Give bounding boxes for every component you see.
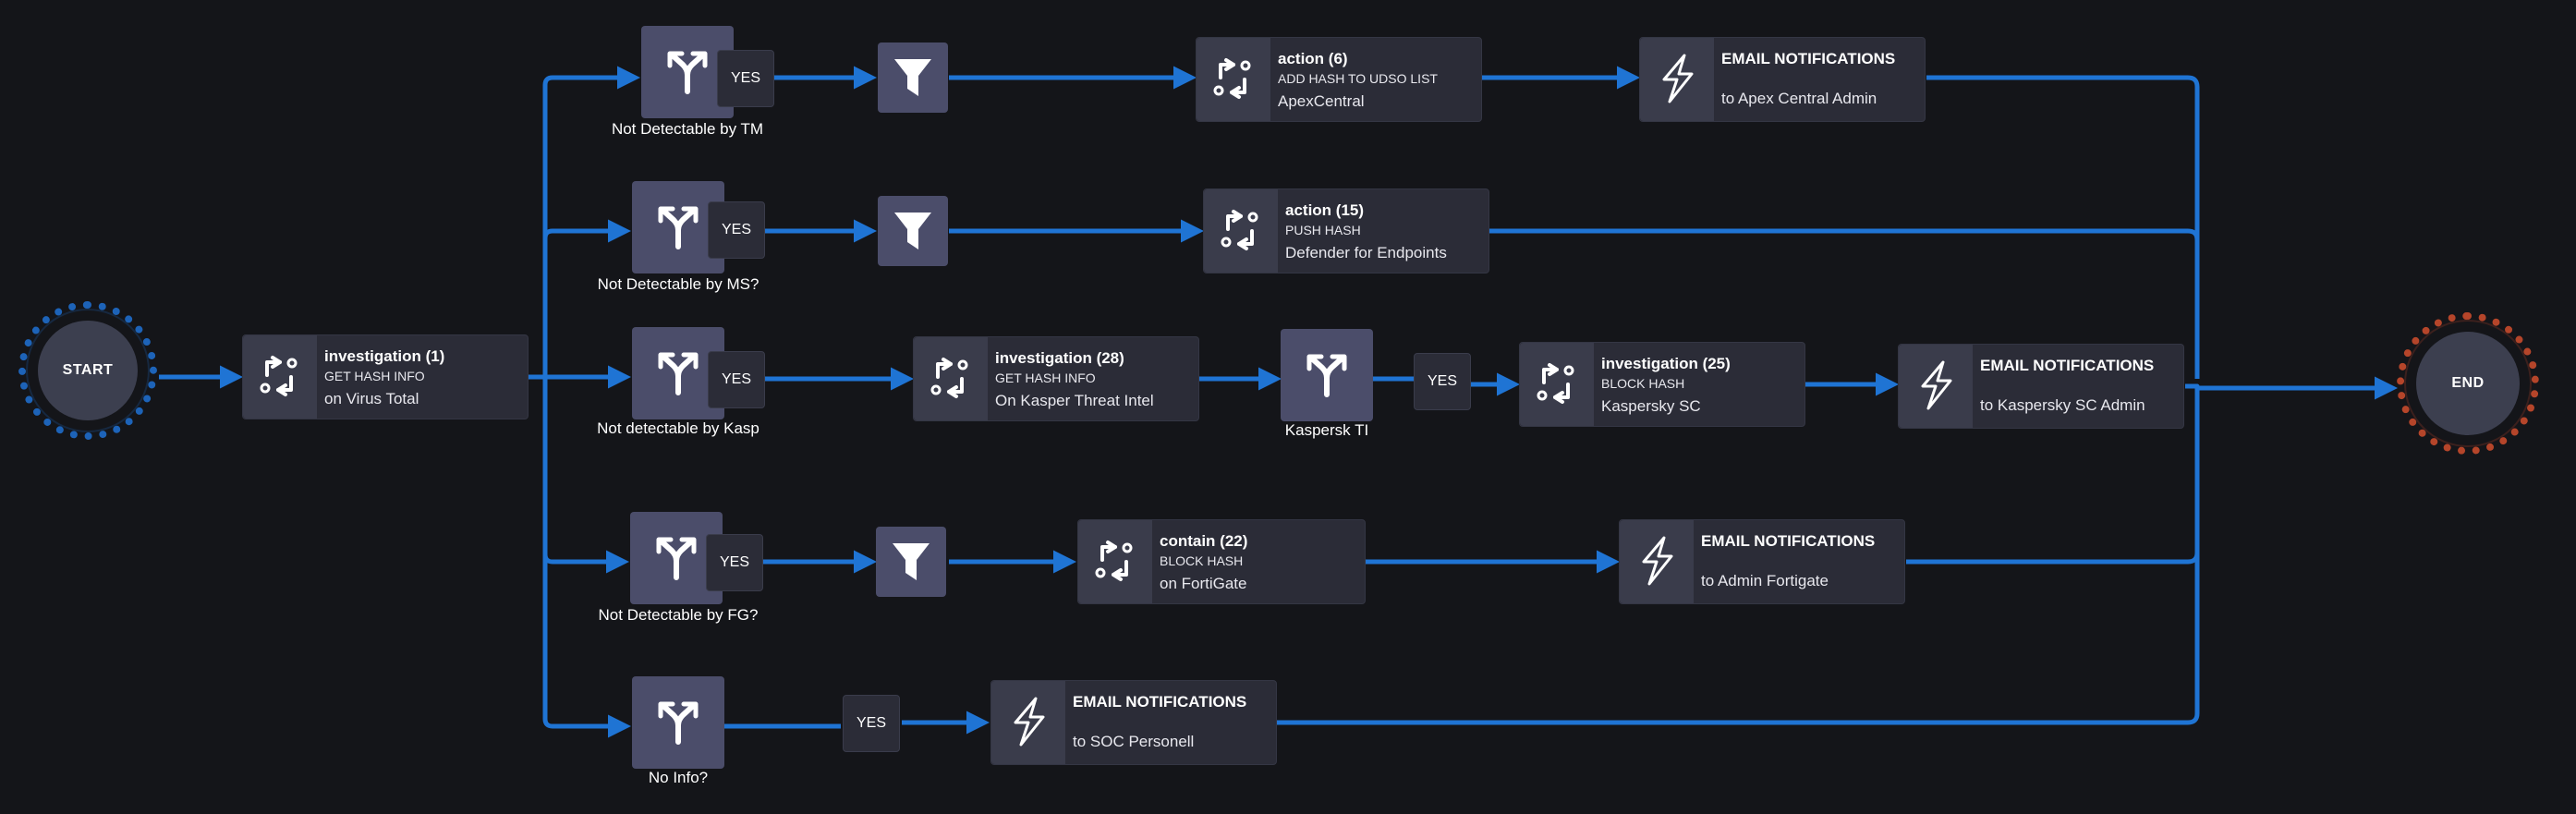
- card-detail: on FortiGate: [1160, 575, 1247, 592]
- card-subtitle: ADD HASH TO UDSO LIST: [1278, 71, 1438, 86]
- card-title: EMAIL NOTIFICATIONS: [1980, 357, 2155, 374]
- card-detail: to Kaspersky SC Admin: [1980, 396, 2145, 414]
- lightning-icon: [1899, 345, 1973, 428]
- card-detail: on Virus Total: [324, 390, 419, 407]
- email-kaspersky-card[interactable]: EMAIL NOTIFICATIONS to Kaspersky SC Admi…: [1898, 344, 2184, 429]
- start-label: START: [38, 321, 138, 420]
- card-title: action (15): [1285, 201, 1365, 219]
- yes-tm-label[interactable]: YES: [717, 50, 774, 107]
- branch-tm-caption: Not Detectable by TM: [611, 120, 764, 138]
- action-15-card[interactable]: action (15) PUSH HASH Defender for Endpo…: [1203, 188, 1489, 273]
- lightning-icon: [1620, 520, 1694, 603]
- card-detail: to SOC Personell: [1073, 733, 1195, 750]
- card-subtitle: GET HASH INFO: [324, 369, 425, 383]
- card-title: investigation (28): [995, 349, 1124, 367]
- card-subtitle: BLOCK HASH: [1601, 376, 1685, 391]
- card-detail: On Kasper Threat Intel: [995, 392, 1154, 409]
- email-fortigate-card[interactable]: EMAIL NOTIFICATIONS to Admin Fortigate: [1619, 519, 1905, 604]
- funnel-icon: [894, 213, 931, 249]
- branch-noinfo-node[interactable]: [632, 676, 724, 769]
- branch-kasperskti-node[interactable]: [1281, 329, 1373, 421]
- contain-22-card[interactable]: contain (22) BLOCK HASH on FortiGate: [1077, 519, 1366, 604]
- yes-fg-label[interactable]: YES: [706, 534, 763, 591]
- email-soc-card[interactable]: EMAIL NOTIFICATIONS to SOC Personell: [990, 680, 1277, 765]
- split-arrows-icon: [655, 699, 701, 746]
- investigation-1-card[interactable]: investigation (1) GET HASH INFO on Virus…: [242, 334, 529, 419]
- gears-arrows-icon: [1520, 343, 1594, 426]
- card-title: investigation (1): [324, 347, 445, 365]
- split-arrows-icon: [655, 350, 701, 396]
- start-node[interactable]: START: [18, 301, 157, 440]
- branch-kasp-caption: Not detectable by Kasp: [597, 419, 759, 437]
- split-arrows-icon: [653, 535, 699, 581]
- investigation-25-card[interactable]: investigation (25) BLOCK HASH Kaspersky …: [1519, 342, 1805, 427]
- yes-ms-label[interactable]: YES: [708, 201, 765, 259]
- investigation-28-card[interactable]: investigation (28) GET HASH INFO On Kasp…: [913, 336, 1199, 421]
- filter-ms-node[interactable]: [878, 196, 948, 266]
- branch-fg-caption: Not Detectable by FG?: [598, 606, 759, 624]
- card-title: EMAIL NOTIFICATIONS: [1701, 532, 1876, 550]
- funnel-icon: [894, 59, 931, 96]
- gears-arrows-icon: [1197, 38, 1270, 121]
- branch-kasperskti-caption: Kaspersk TI: [1284, 421, 1369, 439]
- branch-ms-caption: Not Detectable by MS?: [597, 275, 759, 293]
- end-label: END: [2416, 332, 2520, 435]
- yes-kasperskti-label[interactable]: YES: [1414, 353, 1471, 410]
- branch-noinfo-caption: No Info?: [648, 769, 709, 786]
- yes-kasp-label[interactable]: YES: [708, 351, 765, 408]
- card-title: investigation (25): [1601, 355, 1731, 372]
- split-arrows-icon: [664, 49, 711, 95]
- funnel-icon: [893, 543, 930, 580]
- lightning-icon: [1640, 38, 1714, 121]
- card-title: contain (22): [1160, 532, 1248, 550]
- card-detail: Kaspersky SC: [1601, 397, 1701, 415]
- gears-arrows-icon: [1204, 189, 1278, 273]
- card-subtitle: BLOCK HASH: [1160, 553, 1244, 568]
- email-apex-card[interactable]: EMAIL NOTIFICATIONS to Apex Central Admi…: [1639, 37, 1926, 122]
- card-detail: ApexCentral: [1278, 92, 1365, 110]
- filter-fg-node[interactable]: [876, 527, 946, 597]
- card-detail: Defender for Endpoints: [1285, 244, 1447, 261]
- card-detail: to Admin Fortigate: [1701, 572, 1829, 589]
- card-subtitle: PUSH HASH: [1285, 223, 1361, 237]
- card-detail: to Apex Central Admin: [1721, 90, 1877, 107]
- gears-arrows-icon: [914, 337, 988, 420]
- gears-arrows-icon: [243, 335, 317, 419]
- lightning-icon: [991, 681, 1065, 764]
- split-arrows-icon: [655, 204, 701, 250]
- yes-noinfo-label[interactable]: YES: [843, 695, 900, 752]
- gears-arrows-icon: [1078, 520, 1152, 603]
- filter-tm-node[interactable]: [878, 43, 948, 113]
- card-title: EMAIL NOTIFICATIONS: [1721, 50, 1896, 67]
- card-title: action (6): [1278, 50, 1348, 67]
- end-node[interactable]: END: [2397, 312, 2539, 455]
- action-6-card[interactable]: action (6) ADD HASH TO UDSO LIST ApexCen…: [1196, 37, 1482, 122]
- card-title: EMAIL NOTIFICATIONS: [1073, 693, 1247, 711]
- split-arrows-icon: [1304, 352, 1350, 398]
- card-subtitle: GET HASH INFO: [995, 371, 1096, 385]
